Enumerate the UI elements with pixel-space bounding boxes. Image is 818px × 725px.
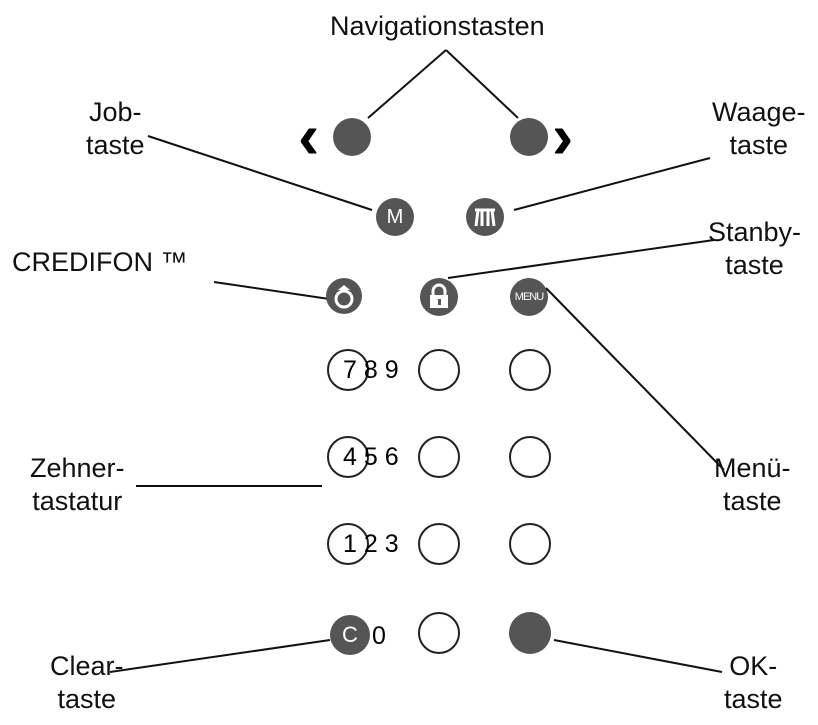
job-leader bbox=[147, 135, 373, 211]
key-8-button[interactable] bbox=[418, 349, 460, 391]
clear-leader bbox=[109, 639, 331, 673]
row-456-text: 4 5 6 bbox=[343, 443, 399, 471]
key-5-button[interactable] bbox=[418, 436, 460, 478]
waage-leader bbox=[513, 157, 711, 211]
ring-icon bbox=[334, 285, 354, 309]
nav-left-button[interactable] bbox=[333, 118, 371, 156]
standby-leader bbox=[447, 239, 715, 279]
ok-leader bbox=[553, 639, 723, 673]
scale-icon bbox=[474, 208, 496, 227]
menu-button[interactable]: MENU bbox=[510, 278, 548, 316]
zero-key-text: 0 bbox=[372, 622, 386, 650]
key-2-button[interactable] bbox=[418, 523, 460, 565]
nav-leader-right bbox=[445, 49, 519, 119]
key-3-button[interactable] bbox=[509, 523, 551, 565]
chevron-left-icon: ‹ bbox=[298, 100, 320, 172]
clear-key-text: C bbox=[342, 622, 358, 647]
credifon-leader bbox=[213, 281, 337, 301]
ok-button[interactable] bbox=[509, 612, 551, 654]
standby-button[interactable] bbox=[420, 278, 458, 316]
row-123-text: 1 2 3 bbox=[343, 530, 399, 558]
key-7-button[interactable] bbox=[327, 349, 369, 391]
ok-key-label: OK- taste bbox=[724, 651, 783, 714]
menu-leader bbox=[545, 287, 725, 471]
standby-key-label: Stanby- taste bbox=[708, 217, 802, 280]
zehner-label: Zehner- tastatur bbox=[30, 453, 125, 516]
key-6-button[interactable] bbox=[509, 436, 551, 478]
navigation-label: Navigationstasten bbox=[330, 11, 545, 41]
clear-key-label: Clear- taste bbox=[50, 651, 124, 714]
row-789-text: 7 8 9 bbox=[343, 356, 399, 384]
key-4-button[interactable] bbox=[327, 436, 369, 478]
lock-icon bbox=[430, 283, 448, 308]
waage-key-label: Waage- taste bbox=[712, 97, 806, 160]
nav-leader-left bbox=[367, 49, 447, 119]
m-key-label: M bbox=[386, 205, 404, 228]
nav-right-button[interactable] bbox=[510, 118, 548, 156]
waage-button[interactable] bbox=[466, 198, 504, 236]
chevron-right-icon: › bbox=[552, 100, 574, 172]
credifon-label: CREDIFON ™ bbox=[12, 247, 188, 277]
credifon-button[interactable] bbox=[326, 278, 362, 314]
job-m-button[interactable]: M bbox=[376, 198, 414, 236]
job-key-label: Job- taste bbox=[86, 97, 145, 160]
key-9-button[interactable] bbox=[509, 349, 551, 391]
clear-button[interactable]: C bbox=[330, 615, 370, 655]
key-1-button[interactable] bbox=[327, 523, 369, 565]
key-0-button[interactable] bbox=[418, 612, 460, 654]
menu-key-text: MENU bbox=[514, 291, 544, 303]
menu-key-label: Menü- taste bbox=[714, 453, 791, 516]
